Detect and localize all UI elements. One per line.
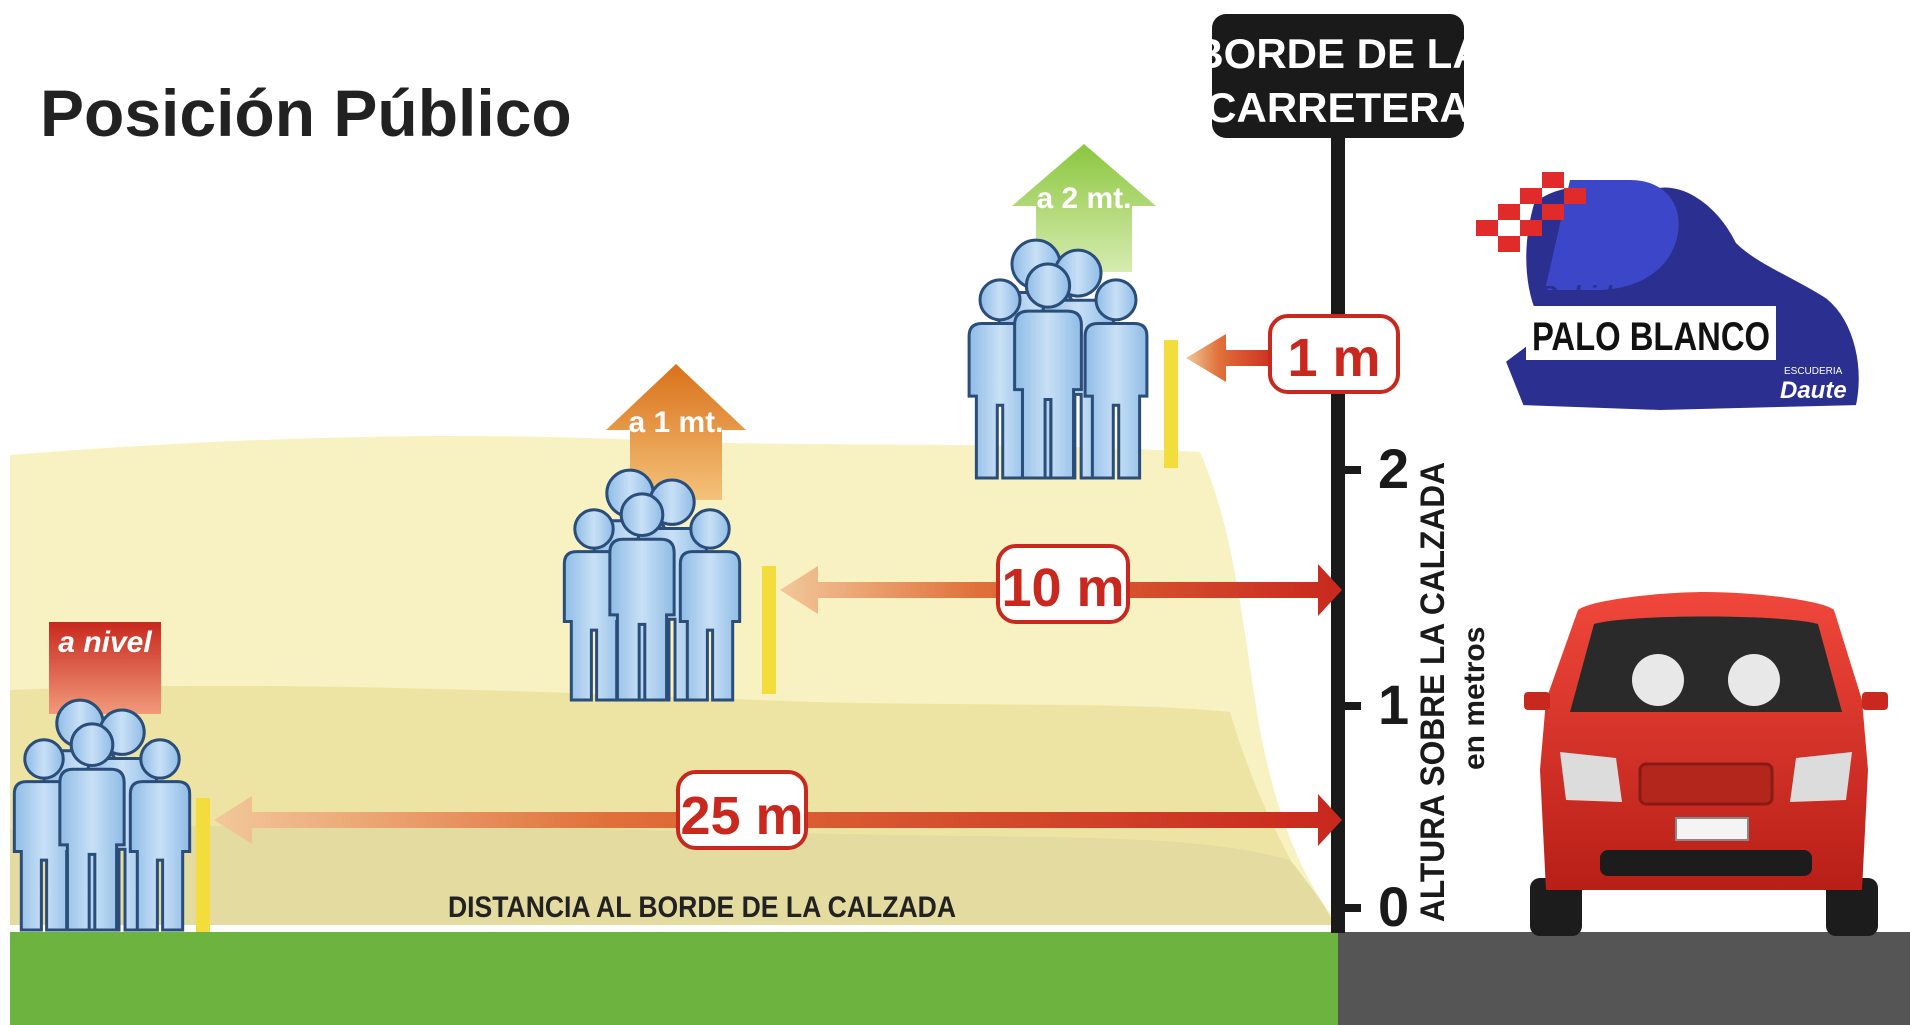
axis-tick-2 — [1345, 466, 1361, 474]
road-edge-sign-box — [1212, 14, 1464, 138]
road-edge-sign-line1: BORDE DE LA — [1193, 30, 1482, 77]
car-lower-intake — [1600, 850, 1812, 876]
person-figure — [608, 492, 676, 702]
car-left-headlight — [1560, 752, 1622, 802]
crowd-one-meter — [562, 468, 742, 702]
car-grille — [1638, 762, 1774, 806]
logo-banner — [1526, 306, 1776, 360]
zone-one-meter-up-arrow — [606, 364, 746, 500]
axis-tick-label-0: 0 — [1378, 875, 1409, 938]
distance-badge-1m-label: 1 m — [1287, 328, 1380, 388]
distance-axis-label: DISTANCIA AL BORDE DE LA CALZADA — [448, 891, 956, 924]
axis-tick-label-2: 2 — [1378, 437, 1409, 500]
distance-badge-10m-label: 10 m — [1001, 558, 1124, 618]
crowd-level — [12, 698, 192, 932]
distance-arrow-1m — [1186, 334, 1280, 382]
grass-strip — [10, 932, 1338, 1025]
car-left-wheel — [1530, 878, 1582, 936]
rally-car — [1524, 592, 1888, 936]
distance-badge-10m — [996, 544, 1130, 624]
logo-d-letter — [1545, 180, 1679, 290]
logo-club-label: ESCUDERIA — [1784, 366, 1843, 377]
person-figure — [1013, 262, 1083, 480]
car-driver-helmet — [1632, 654, 1684, 706]
car-windshield — [1570, 616, 1842, 712]
axis-tick-1 — [1345, 702, 1361, 710]
zone-one-meter-post — [762, 566, 776, 694]
axis-tick-0 — [1345, 904, 1361, 912]
car-right-mirror — [1862, 692, 1888, 710]
distance-badge-1m — [1268, 314, 1400, 394]
person-figure — [128, 738, 192, 932]
event-logo: Subida PALO BLANCO ESCUDERIA Daute — [1476, 172, 1869, 421]
terrain-lower — [10, 825, 1335, 925]
car-right-wheel — [1826, 878, 1878, 936]
zone-one-meter: a 1 mt. 10 m — [562, 364, 1342, 702]
zone-level-arrow-label: a nivel — [58, 626, 152, 659]
axis-tick-label-1: 1 — [1378, 673, 1409, 736]
logo-subida: Subida — [1540, 280, 1627, 310]
zone-level-post — [196, 798, 210, 932]
person-figure — [1083, 278, 1149, 480]
zone-level: a nivel 25 m — [12, 622, 1342, 932]
zone-two-meters: a 2 mt. 1 m — [967, 144, 1400, 480]
height-axis-label: ALTURA SOBRE LA CALZADA — [1414, 462, 1452, 922]
road-edge-sign: BORDE DE LA CARRETERA — [1193, 14, 1483, 138]
logo-checker-flag — [1476, 172, 1586, 252]
car-codriver-helmet — [1728, 654, 1780, 706]
car-left-mirror — [1524, 692, 1550, 710]
zone-two-meters-post — [1164, 340, 1178, 468]
page-title: Posición Público — [40, 76, 572, 150]
road-surface — [1338, 932, 1910, 1025]
logo-palo-blanco: PALO BLANCO — [1532, 315, 1770, 359]
person-figure — [58, 722, 126, 932]
person-figure — [678, 508, 742, 702]
zone-two-meters-up-arrow — [1012, 144, 1156, 272]
height-axis-ticks: 0 1 2 — [1345, 437, 1409, 938]
zone-two-meters-arrow-label: a 2 mt. — [1036, 182, 1131, 215]
zone-one-meter-arrow-label: a 1 mt. — [628, 406, 723, 439]
distance-badge-25m-label: 25 m — [680, 786, 803, 846]
logo-club-name: Daute — [1780, 377, 1847, 404]
car-right-headlight — [1790, 752, 1852, 802]
crowd-two-meters — [967, 238, 1149, 480]
height-axis-unit: en metros — [1458, 627, 1491, 770]
zone-level-marker — [49, 622, 161, 714]
road-edge-sign-line2: CARRETERA — [1206, 84, 1470, 131]
distance-badge-25m — [676, 770, 808, 850]
car-license-plate — [1675, 817, 1749, 841]
